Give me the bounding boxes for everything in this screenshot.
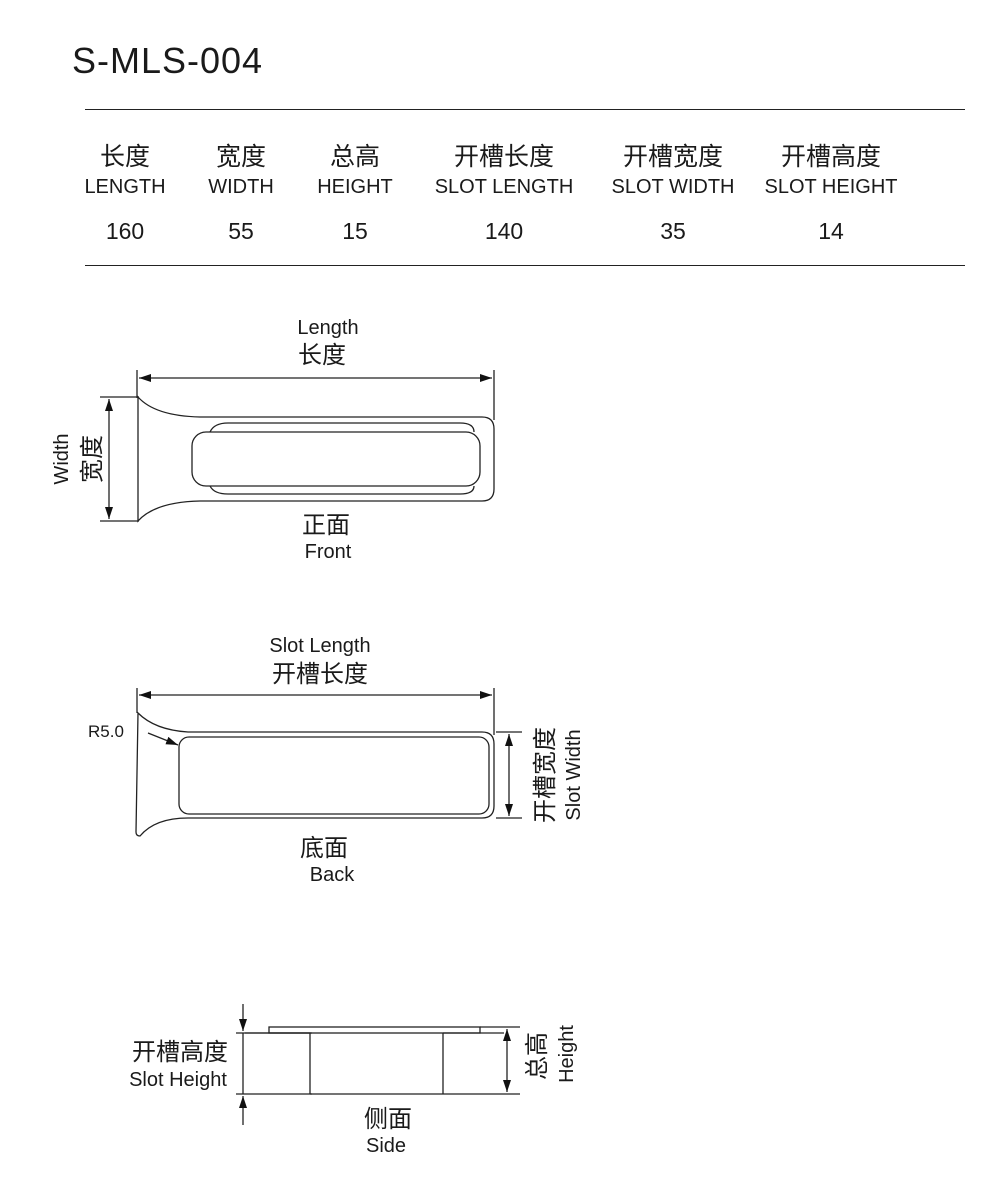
front-view	[100, 370, 495, 523]
spec-value: 160	[105, 218, 145, 244]
side-slot-height-label-zh: 开槽高度	[132, 1038, 228, 1066]
spec-label-zh: 开槽宽度	[622, 142, 723, 171]
grip-top-edge	[209, 422, 475, 433]
grip-bottom-edge	[209, 485, 475, 495]
front-view-name-en: Front	[305, 541, 352, 563]
table-bottom-rule	[85, 265, 965, 266]
spec-value: 14	[818, 218, 844, 244]
spec-label-en: SLOT HEIGHT	[764, 176, 898, 198]
side-view-name-zh: 侧面	[364, 1105, 412, 1133]
spec-value: 35	[660, 218, 686, 244]
table-top-rule	[85, 109, 965, 110]
front-length-label-en: Length	[297, 317, 358, 339]
spec-label-zh: 总高	[329, 142, 380, 171]
spec-label-zh: 开槽长度	[453, 142, 554, 171]
handle-outline	[135, 711, 495, 837]
back-slot-width-label-zh: 开槽宽度	[531, 727, 559, 823]
spec-height: 总高 HEIGHT 15	[317, 140, 393, 246]
back-slot-length-label-zh: 开槽长度	[272, 660, 368, 688]
spec-label-zh: 开槽高度	[780, 142, 881, 171]
spec-width: 宽度 WIDTH 55	[208, 140, 274, 246]
spec-value: 140	[484, 218, 524, 244]
side-slot-height-label-en: Slot Height	[129, 1069, 227, 1091]
spec-label-en: HEIGHT	[317, 176, 393, 198]
body-outline	[245, 1032, 504, 1095]
side-height-label-en: Height	[556, 1025, 578, 1083]
back-view-name-en: Back	[310, 864, 355, 886]
side-view-name-en: Side	[366, 1135, 406, 1157]
spec-label-zh: 长度	[99, 142, 150, 171]
spec-slot-width: 开槽宽度 SLOT WIDTH 35	[612, 140, 735, 246]
front-width-label-en: Width	[51, 433, 73, 484]
spec-length: 长度 LENGTH 160	[84, 140, 165, 246]
back-slot-width-label-en: Slot Width	[563, 729, 585, 820]
flange-outline	[268, 1026, 481, 1034]
spec-value: 15	[342, 218, 368, 244]
front-width-label-zh: 宽度	[78, 435, 106, 483]
side-view	[236, 1004, 520, 1125]
spec-label-en: SLOT LENGTH	[434, 176, 574, 198]
spec-value: 55	[228, 218, 254, 244]
side-height-label-zh: 总高	[523, 1032, 551, 1080]
back-slot-length-label-en: Slot Length	[269, 635, 370, 657]
page-title: S-MLS-004	[72, 40, 264, 81]
grip-recess	[191, 431, 481, 487]
spec-slot-length: 开槽长度 SLOT LENGTH 140	[435, 140, 574, 246]
spec-label-en: WIDTH	[208, 176, 274, 198]
front-view-name-zh: 正面	[302, 511, 350, 539]
spec-label-en: SLOT WIDTH	[611, 176, 735, 198]
back-view-name-zh: 底面	[300, 834, 348, 862]
radius-leader-line	[147, 732, 179, 746]
spec-slot-height: 开槽高度 SLOT HEIGHT 14	[765, 140, 898, 246]
handle-outline	[137, 395, 495, 523]
slot-outline	[178, 736, 490, 815]
radius-label: R5.0	[88, 722, 124, 741]
front-length-label-zh: 长度	[298, 341, 346, 369]
spec-label-zh: 宽度	[215, 142, 267, 171]
back-view	[135, 688, 522, 837]
spec-label-en: LENGTH	[84, 176, 166, 198]
